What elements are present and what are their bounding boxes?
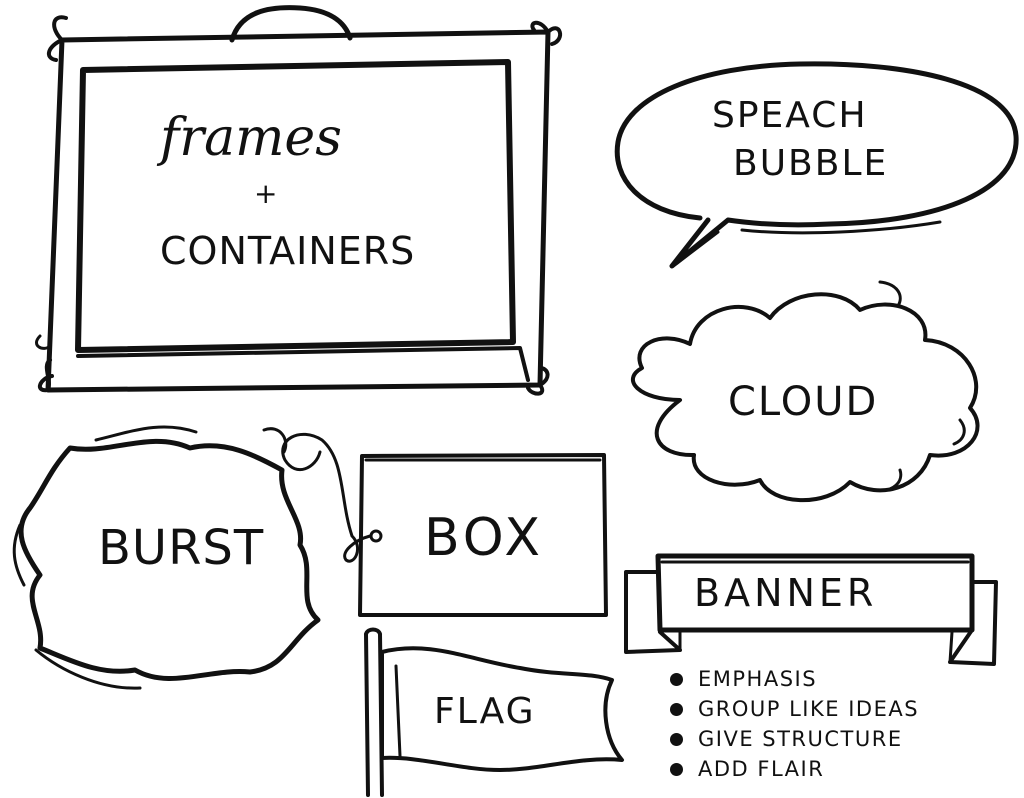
box-label: BOX <box>424 508 544 568</box>
flag-shape <box>364 627 624 797</box>
list-item: ADD FLAIR <box>668 754 919 784</box>
cloud-label: CLOUD <box>728 379 879 425</box>
cloud-shape <box>630 280 980 503</box>
burst-shape <box>12 425 321 690</box>
list-item: GIVE STRUCTURE <box>668 724 919 754</box>
bullet-dot-icon <box>670 703 683 716</box>
bullet-dot-icon <box>670 733 683 746</box>
speech-bubble-line1: SPEACH <box>712 95 868 136</box>
speech-bubble-line2: BUBBLE <box>733 143 889 184</box>
burst-label: BURST <box>98 520 265 576</box>
frames-title: frames <box>160 108 342 168</box>
speech-bubble-shape <box>614 61 1019 269</box>
bullet-dot-icon <box>670 763 683 776</box>
tag-box-shape <box>281 433 608 617</box>
containers-title: CONTAINERS <box>160 229 416 273</box>
banner-bullet-list: EMPHASIS GROUP LIKE IDEAS GIVE STRUCTURE… <box>668 664 919 784</box>
flag-label: FLAG <box>434 691 536 732</box>
list-item: GROUP LIKE IDEAS <box>668 694 919 724</box>
list-item: EMPHASIS <box>668 664 919 694</box>
picture-frame <box>35 5 563 396</box>
banner-label: BANNER <box>694 571 878 615</box>
banner-shape <box>624 553 998 666</box>
bullet-dot-icon <box>670 673 683 686</box>
plus-sign: + <box>254 177 280 210</box>
